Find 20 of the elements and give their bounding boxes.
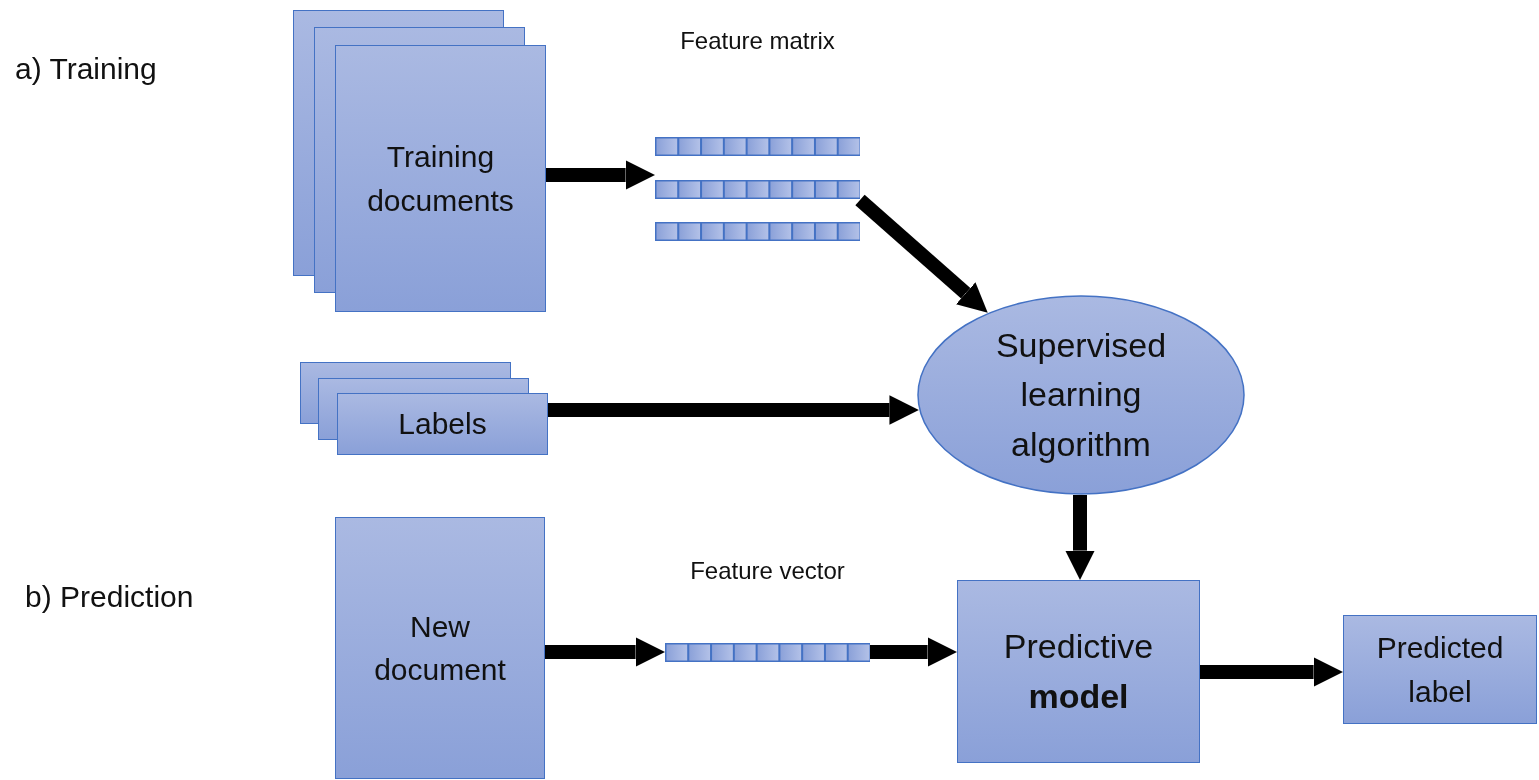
section-label: b) Prediction [25, 580, 194, 614]
section-label: a) Training [15, 52, 157, 86]
process-box [957, 580, 1200, 763]
node-label: Training documents [366, 139, 515, 219]
node-heading: Feature matrix [679, 26, 836, 56]
block-arrow [870, 637, 957, 667]
node-label: Predictive model [1002, 626, 1155, 717]
node-label: New document [373, 608, 507, 688]
block-arrow [1065, 495, 1095, 580]
block-arrow [855, 194, 988, 313]
block-arrow [548, 395, 919, 425]
block-arrow [1200, 657, 1343, 687]
process-box [1343, 615, 1537, 724]
node-label: Labels [397, 406, 488, 443]
process-box [335, 517, 545, 779]
node-label: Predicted label [1375, 630, 1505, 710]
block-arrow [546, 160, 655, 190]
node-heading: Feature vector [689, 556, 846, 586]
block-arrow [545, 637, 665, 667]
node-label: Supervised learning algorithm [994, 325, 1168, 465]
